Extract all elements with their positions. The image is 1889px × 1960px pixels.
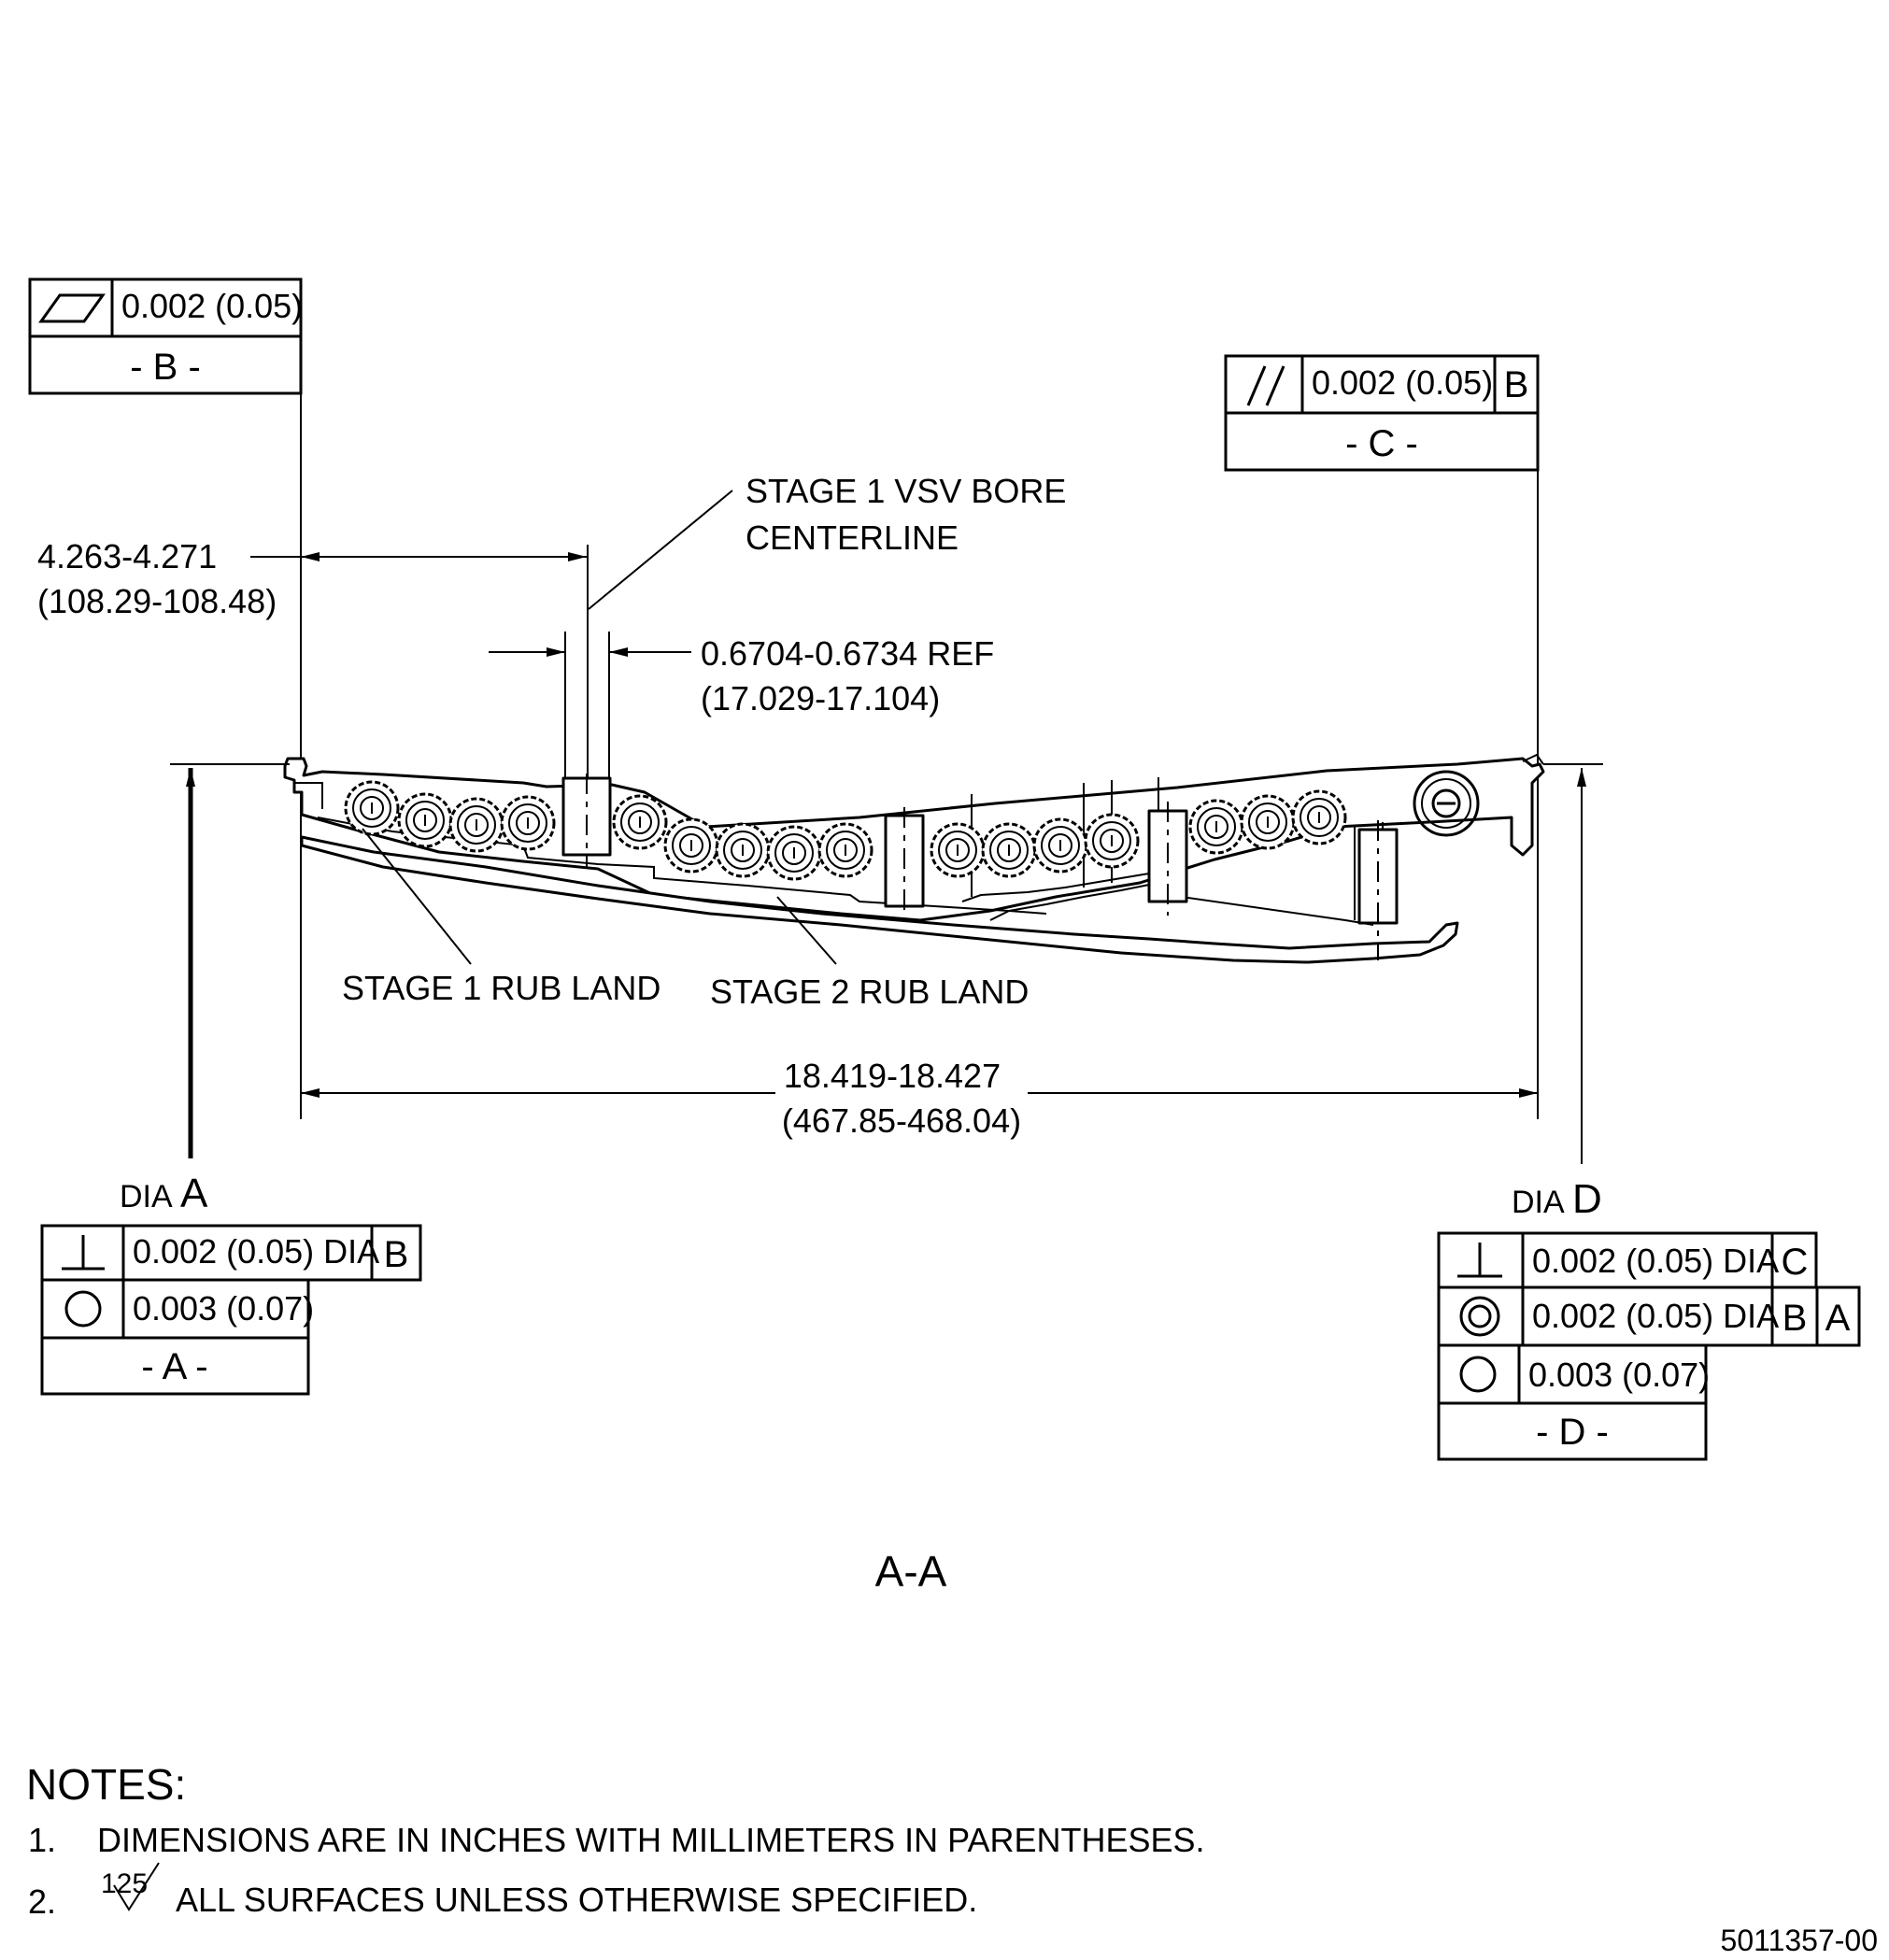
- fcf-a-row1-value: 0.002 (0.05) DIA: [133, 1232, 379, 1271]
- bearing-circle: [413, 808, 437, 832]
- bearing-circle: [997, 838, 1021, 862]
- fcf-d-row2-ref1: B: [1782, 1298, 1808, 1339]
- fcf-c-ref: B: [1504, 364, 1529, 405]
- section-label: A-A: [875, 1547, 947, 1596]
- leader-rub1: [362, 828, 472, 965]
- dim-bore-location: 4.263-4.271 (108.29-108.48): [37, 537, 587, 620]
- fcf-datum-d: 0.002 (0.05) DIA C 0.002 (0.05) DIA B A …: [1437, 1231, 1861, 1461]
- circularity-icon: [64, 1290, 102, 1328]
- datum-a-label: - A -: [141, 1346, 207, 1387]
- dia-a-letter: A: [180, 1171, 208, 1216]
- circularity-icon: [1459, 1356, 1497, 1393]
- fcf-datum-b: 0.002 (0.05) - B -: [28, 277, 303, 395]
- dia-a-prefix: DIA: [120, 1179, 173, 1214]
- bearing-circle: [1092, 821, 1131, 860]
- notes-block: NOTES: 1. DIMENSIONS ARE IN INCHES WITH …: [26, 1760, 1205, 1921]
- fcf-datum-c: 0.002 (0.05) B - C -: [1224, 354, 1540, 472]
- dia-d-letter: D: [1572, 1176, 1602, 1222]
- end-bearing-circle: [1421, 778, 1471, 829]
- bearing-circle: [989, 831, 1029, 870]
- bearing-circle: [1307, 805, 1331, 830]
- bearing-circle: [1300, 798, 1339, 837]
- bearing-circle: [405, 801, 445, 840]
- bearing-circle: [464, 813, 489, 837]
- end-bearing-circle: [1431, 788, 1461, 818]
- vsv-label-line2: CENTERLINE: [746, 518, 959, 557]
- datum-d-label: - D -: [1536, 1412, 1609, 1453]
- bearing-circle: [628, 810, 652, 834]
- drawing-number: 5011357-00: [1721, 1924, 1878, 1957]
- fcf-d-row1-value: 0.002 (0.05) DIA: [1532, 1242, 1779, 1280]
- bearing-circle: [672, 826, 711, 865]
- datum-d-diameter: DIA D: [1512, 763, 1603, 1222]
- fcf-d-row2-ref2: A: [1825, 1298, 1851, 1339]
- dim-bore-in: 4.263-4.271: [37, 537, 217, 575]
- datum-a-diameter: DIA A: [120, 763, 290, 1216]
- fcf-b-value: 0.002 (0.05): [121, 287, 303, 325]
- dim-overall-width: 18.419-18.427 (467.85-468.04): [301, 1057, 1538, 1140]
- part-cross-section: [283, 753, 1545, 964]
- perpendicularity-icon: [62, 1235, 105, 1271]
- bearing-circle: [938, 831, 977, 870]
- bearing-circle: [833, 838, 858, 862]
- end-bearing-circle: [1413, 770, 1480, 837]
- datum-b-label: - B -: [130, 347, 201, 388]
- note-2-roughness-value: 125: [101, 1868, 148, 1899]
- perpendicularity-icon: [1457, 1243, 1502, 1278]
- leader-rub2: [776, 896, 837, 965]
- bearing-circle: [1041, 826, 1080, 865]
- bearing-circle: [1048, 833, 1072, 858]
- bearing-circle: [508, 803, 547, 843]
- dim-overall-mm: (467.85-468.04): [782, 1101, 1021, 1140]
- bearing-circle: [723, 831, 762, 870]
- bearing-circle: [516, 811, 540, 835]
- fcf-d-row2-value: 0.002 (0.05) DIA: [1532, 1297, 1779, 1335]
- dim-overall-in: 18.419-18.427: [784, 1057, 1001, 1095]
- bearing-circle: [457, 805, 496, 845]
- note-1-text: DIMENSIONS ARE IN INCHES WITH MILLIMETER…: [97, 1821, 1205, 1859]
- dim-bore-mm: (108.29-108.48): [37, 582, 277, 620]
- bearing-circle: [1204, 815, 1229, 839]
- bearing-circle: [352, 788, 391, 828]
- bearing-circle: [1197, 807, 1236, 846]
- surface-finish-icon: [113, 1862, 160, 1911]
- fcf-d-row1-ref: C: [1782, 1242, 1809, 1283]
- bearing-circle: [945, 838, 970, 862]
- bearing-circle: [782, 841, 806, 865]
- fcf-a-row2-value: 0.003 (0.07): [133, 1289, 314, 1328]
- bearing-circle: [1248, 802, 1287, 842]
- bearing-circle: [679, 833, 703, 858]
- bearing-circle: [826, 831, 865, 870]
- bearing-circle: [1256, 810, 1280, 834]
- fcf-a-row1-ref: B: [384, 1234, 409, 1275]
- parallelism-icon: [1246, 365, 1285, 406]
- notes-heading: NOTES:: [26, 1760, 186, 1809]
- note-2-number: 2.: [28, 1882, 56, 1921]
- vsv-label-line1: STAGE 1 VSV BORE: [746, 472, 1066, 510]
- flatness-icon: [38, 293, 106, 323]
- bearing-circle: [360, 796, 384, 820]
- dim-width-mm: (17.029-17.104): [701, 679, 940, 717]
- dim-width-in: 0.6704-0.6734 REF: [701, 634, 994, 673]
- fcf-datum-a: 0.002 (0.05) DIA B 0.003 (0.07) - A -: [40, 1224, 422, 1396]
- note-2-text: ALL SURFACES UNLESS OTHERWISE SPECIFIED.: [176, 1881, 977, 1919]
- dim-bore-width: 0.6704-0.6734 REF (17.029-17.104): [489, 632, 994, 780]
- concentricity-icon: [1459, 1296, 1500, 1337]
- bearing-group: [344, 770, 1480, 881]
- dia-d-prefix: DIA: [1512, 1185, 1565, 1220]
- bearing-circle: [774, 833, 814, 873]
- note-1-number: 1.: [28, 1821, 56, 1859]
- rub-land-1-label: STAGE 1 RUB LAND: [342, 969, 660, 1007]
- vsv-bore-centerline: STAGE 1 VSV BORE CENTERLINE: [587, 472, 1066, 792]
- bearing-circle: [1100, 829, 1124, 853]
- datum-c-label: - C -: [1345, 423, 1418, 464]
- bearing-circle: [731, 838, 755, 862]
- fcf-d-row3-value: 0.003 (0.07): [1528, 1356, 1710, 1394]
- rub-land-2-label: STAGE 2 RUB LAND: [710, 973, 1029, 1011]
- bearing-circle: [620, 802, 660, 842]
- fcf-c-value: 0.002 (0.05): [1312, 363, 1493, 402]
